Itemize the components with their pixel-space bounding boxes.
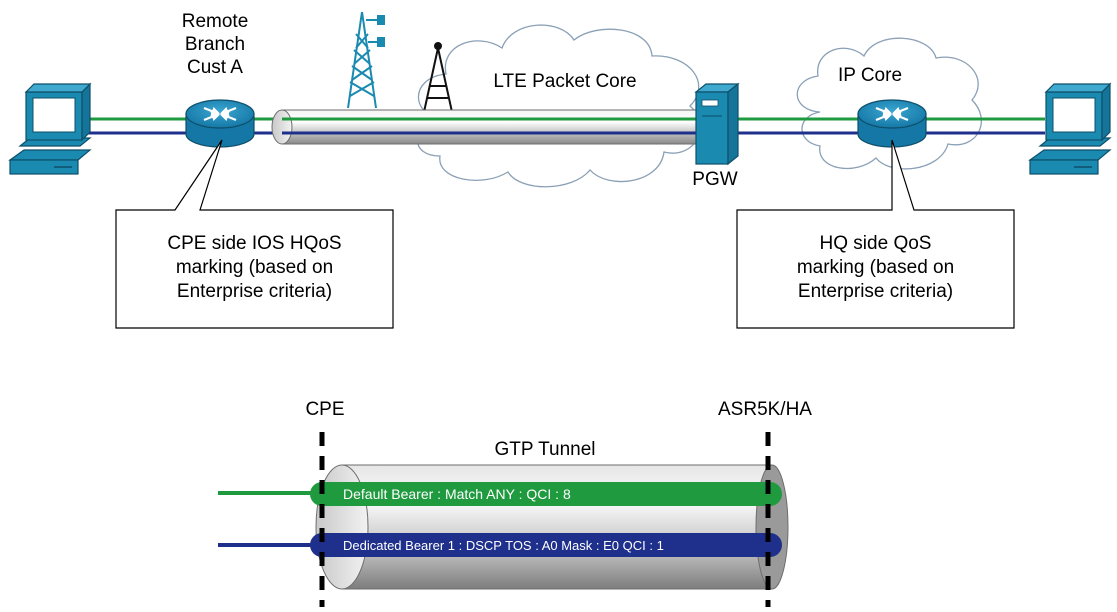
dedicated-bearer-label: Dedicated Bearer 1 : DSCP TOS : A0 Mask … bbox=[343, 538, 664, 553]
lte-packet-core-cloud bbox=[417, 24, 701, 188]
default-bearer-line bbox=[218, 482, 782, 506]
left-callout-box bbox=[115, 139, 394, 329]
right-callout-box bbox=[736, 139, 1015, 329]
lte-packet-core-label: LTE Packet Core bbox=[493, 71, 637, 92]
dedicated-bearer-line bbox=[218, 533, 782, 557]
antenna-tower-icon bbox=[423, 42, 453, 113]
right-callout-line-1: HQ side QoS bbox=[819, 233, 932, 254]
asr5k-ha-label: ASR5K/HA bbox=[718, 399, 812, 420]
remote-branch-label: Remote Branch Cust A bbox=[170, 10, 260, 79]
pgw-server-icon bbox=[694, 82, 740, 166]
remote-branch-line-2: Branch bbox=[184, 34, 246, 55]
left-router-icon bbox=[185, 99, 255, 148]
cell-tower-icon bbox=[347, 11, 385, 109]
right-callout-line-2: marking (based on bbox=[796, 257, 955, 278]
right-router-icon bbox=[857, 99, 927, 148]
cpe-label: CPE bbox=[305, 399, 345, 420]
left-callout-line-3: Enterprise criteria) bbox=[176, 281, 333, 302]
remote-branch-line-3: Cust A bbox=[187, 57, 243, 78]
remote-branch-line-1: Remote bbox=[181, 11, 249, 32]
left-callout-text: CPE side IOS HQoS marking (based on Ente… bbox=[116, 232, 393, 304]
left-callout-line-2: marking (based on bbox=[175, 257, 334, 278]
left-callout-line-1: CPE side IOS HQoS bbox=[167, 233, 342, 254]
right-callout-line-3: Enterprise criteria) bbox=[797, 281, 954, 302]
left-computer-icon bbox=[8, 82, 92, 175]
ip-core-label: IP Core bbox=[837, 65, 903, 86]
top-tunnel-pipe bbox=[271, 109, 703, 145]
pgw-label: PGW bbox=[692, 169, 738, 190]
gtp-tunnel-label: GTP Tunnel bbox=[494, 439, 596, 460]
default-bearer-label: Default Bearer : Match ANY : QCI : 8 bbox=[343, 486, 571, 502]
right-callout-text: HQ side QoS marking (based on Enterprise… bbox=[737, 232, 1014, 304]
right-computer-icon bbox=[1028, 82, 1112, 175]
